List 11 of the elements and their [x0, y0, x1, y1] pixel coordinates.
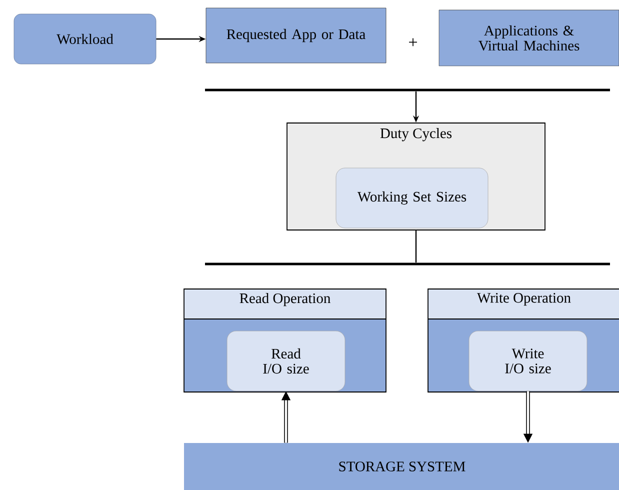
plus-sign: +: [409, 38, 417, 46]
process-box: Workload: [14, 14, 156, 64]
storage-box: STORAGE SYSTEM: [184, 443, 619, 490]
process-box: Applications & Virtual Machines: [438, 10, 619, 66]
connector-line: [415, 230, 417, 263]
bus-bar: [205, 262, 610, 266]
process-box: Requested App or Data: [206, 8, 386, 64]
rounded-box: Working Set Sizes: [336, 168, 488, 228]
bus-bar: [205, 88, 610, 92]
rounded-box: Read I/O size: [226, 330, 346, 392]
rounded-box: Write I/O size: [468, 330, 588, 392]
